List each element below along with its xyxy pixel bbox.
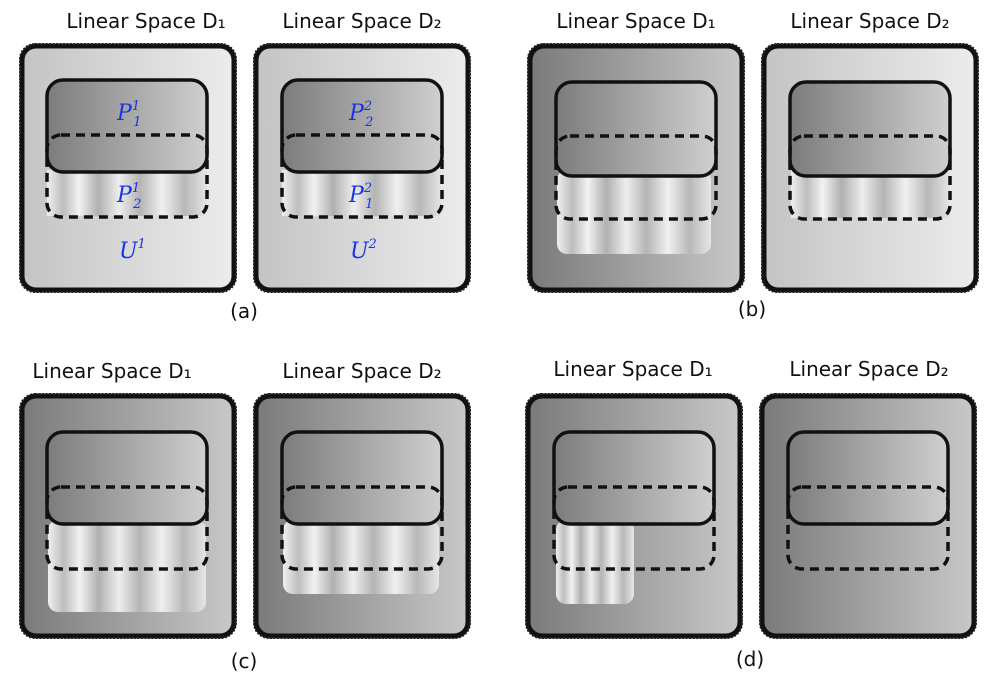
panel-c-space1-title: Linear Space D₁ (32, 359, 191, 383)
subspace-box-solid (280, 78, 444, 174)
subspace-box-solid (552, 430, 716, 526)
subspace-box-solid (45, 430, 209, 526)
subspace-band (47, 170, 207, 216)
subspace-box-solid (788, 80, 952, 178)
panel-d-caption: (d) (736, 647, 764, 671)
subspace-box-dashed (554, 134, 718, 221)
subspace-box-dashed (45, 485, 209, 571)
panel-c-caption: (c) (231, 649, 258, 673)
label-u1: U1 (119, 237, 146, 264)
subspace-box-solid-fill (788, 432, 948, 524)
space-border (253, 43, 471, 293)
subspace-box-solid-fill (47, 80, 207, 172)
subspace-box-dashed (280, 133, 444, 219)
subspace-box-solid-fill (556, 82, 716, 176)
panel-b-caption: (b) (738, 297, 766, 321)
subspace-band (556, 520, 634, 604)
subspace-box-dashed (788, 134, 952, 221)
space-border-rough (759, 393, 977, 639)
space-border-rough (527, 43, 745, 293)
panel-b-space1-title: Linear Space D₁ (556, 9, 715, 33)
space-border-rough (761, 43, 979, 293)
space-border (525, 393, 743, 639)
subspace-box-dashed (552, 485, 716, 571)
space-border (759, 393, 977, 639)
subspace-box-solid (45, 78, 209, 174)
panel-b-space2 (761, 43, 979, 293)
space-border (761, 43, 979, 293)
panel-c: Linear Space D₁ Linear Space D₂ (c) (19, 359, 471, 673)
space-border (19, 393, 237, 639)
space-border (253, 393, 471, 639)
space-border (19, 43, 237, 293)
subspace-band (557, 170, 711, 254)
panel-d-space1-title: Linear Space D₁ (553, 357, 712, 381)
subspace-box-solid (554, 80, 718, 178)
space-border-rough (525, 393, 743, 639)
panel-a-space1-title: Linear Space D₁ (66, 9, 225, 33)
subspace-band (791, 170, 950, 218)
space-border (527, 43, 745, 293)
panel-c-space1 (19, 393, 237, 639)
subspace-box-solid-fill (282, 80, 442, 172)
space-border-rough (19, 393, 237, 639)
subspace-box-solid-fill (282, 432, 442, 524)
panel-d-space1 (525, 393, 743, 639)
subspace-box-dashed (280, 485, 444, 571)
panel-a-space2-title: Linear Space D₂ (282, 9, 441, 33)
panel-b: Linear Space D₁ Linear Space D₂ (b) (527, 9, 979, 321)
panel-d-space2-title: Linear Space D₂ (789, 357, 948, 381)
subspace-box-solid (786, 430, 950, 526)
panel-b-space2-title: Linear Space D₂ (790, 9, 949, 33)
space-border-rough (253, 393, 471, 639)
subspace-band (48, 520, 206, 612)
space-border-rough (19, 43, 237, 293)
subspace-band (282, 170, 442, 216)
subspace-box-solid-fill (790, 82, 950, 176)
panel-a-caption: (a) (230, 299, 258, 323)
panel-c-space2 (253, 393, 471, 639)
label-u2: U2 (350, 237, 377, 264)
subspace-band (283, 520, 439, 594)
panel-d: Linear Space D₁ Linear Space D₂ (d) (525, 357, 977, 671)
subspace-box-solid-fill (47, 432, 207, 524)
subspace-box-dashed (786, 485, 950, 571)
panel-b-space1 (527, 43, 745, 293)
space-border-rough (253, 43, 471, 293)
panel-c-space2-title: Linear Space D₂ (282, 359, 441, 383)
panel-d-space2 (759, 393, 977, 639)
subspace-box-dashed (45, 133, 209, 219)
subspace-box-solid (280, 430, 444, 526)
subspace-box-solid-fill (554, 432, 714, 524)
